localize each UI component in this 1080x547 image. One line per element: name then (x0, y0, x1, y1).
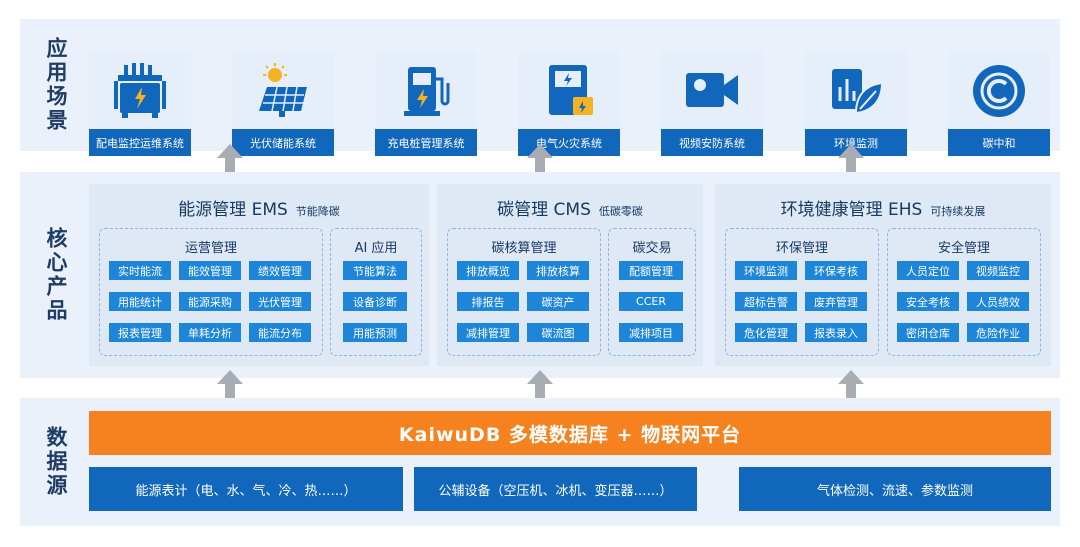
chip[interactable]: 光伏管理 (249, 292, 311, 311)
chip[interactable]: 节能算法 (343, 261, 407, 280)
chip[interactable]: CCER (619, 292, 683, 311)
app-label: 配电监控运维系统 (89, 129, 191, 156)
chip[interactable]: 用能统计 (109, 292, 171, 311)
chip[interactable]: 废弃管理 (805, 292, 867, 311)
app-label: 充电桩管理系统 (375, 129, 477, 156)
chip[interactable]: 减排管理 (457, 323, 519, 342)
app-carbon-neutral[interactable]: 碳中和 (948, 52, 1050, 156)
application-layer-label: 应用场景 (44, 37, 68, 133)
app-solar-storage[interactable]: 光伏储能系统 (232, 52, 334, 156)
charging-pile-icon (375, 56, 477, 126)
up-arrow-icon (838, 370, 864, 406)
up-arrow-icon (217, 370, 243, 406)
app-environment-monitoring[interactable]: 环境监测 (805, 52, 907, 156)
chip[interactable]: 能源采购 (179, 292, 241, 311)
app-video-security[interactable]: 视频安防系统 (661, 52, 763, 156)
up-arrow-icon (527, 370, 553, 406)
solar-panel-icon (232, 56, 334, 126)
chip[interactable]: 能效管理 (179, 261, 241, 280)
up-arrow-icon (838, 144, 864, 180)
app-power-distribution[interactable]: 配电监控运维系统 (89, 52, 191, 156)
app-label: 光伏储能系统 (232, 129, 334, 156)
electrical-fire-icon (518, 56, 620, 126)
source-auxiliary-equipment[interactable]: 公辅设备（空压机、冰机、变压器……） (414, 467, 697, 511)
chip[interactable]: 安全考核 (897, 292, 959, 311)
group-carbon-trading: 碳交易 配额管理 CCER 减排项目 (608, 228, 696, 356)
chip[interactable]: 排报告 (457, 292, 519, 311)
chip[interactable]: 人员定位 (897, 261, 959, 280)
chip[interactable]: 用能预测 (343, 323, 407, 342)
chip[interactable]: 绩效管理 (249, 261, 311, 280)
video-camera-icon (661, 56, 763, 126)
chip[interactable]: 环保考核 (805, 261, 867, 280)
core-products-layer-label: 核心产品 (44, 227, 68, 323)
chip[interactable]: 危化管理 (735, 323, 797, 342)
chip[interactable]: 超标告警 (735, 292, 797, 311)
kaiwudb-platform-bar[interactable]: KaiwuDB 多模数据库 + 物联网平台 (89, 411, 1051, 455)
source-gas-monitoring[interactable]: 气体检测、流速、参数监测 (739, 467, 1051, 511)
app-label: 视频安防系统 (661, 129, 763, 156)
chip[interactable]: 实时能流 (109, 261, 171, 280)
chip[interactable]: 配额管理 (619, 261, 683, 280)
carbon-neutral-icon (948, 56, 1050, 126)
application-layer: 应用场景 配电监控运维系统 光伏储能系统 (20, 19, 1060, 156)
chip[interactable]: 报表录入 (805, 323, 867, 342)
chip[interactable]: 减排项目 (619, 323, 683, 342)
chip[interactable]: 环境监测 (735, 261, 797, 280)
group-ai: AI 应用 节能算法 设备诊断 用能预测 (330, 228, 422, 356)
chip[interactable]: 排放概览 (457, 261, 519, 280)
up-arrow-icon (217, 144, 243, 180)
group-operations: 运营管理 实时能流 能效管理 绩效管理 用能统计 能源采购 光伏管理 报表管理 … (99, 228, 323, 356)
chip[interactable]: 单耗分析 (179, 323, 241, 342)
chip[interactable]: 人员绩效 (967, 292, 1029, 311)
chip[interactable]: 视频监控 (967, 261, 1029, 280)
app-charging-pile[interactable]: 充电桩管理系统 (375, 52, 477, 156)
chip[interactable]: 危险作业 (967, 323, 1029, 342)
chip[interactable]: 报表管理 (109, 323, 171, 342)
source-energy-meters[interactable]: 能源表计（电、水、气、冷、热……） (89, 467, 403, 511)
app-label: 碳中和 (948, 129, 1050, 156)
data-source-layer-label: 数据源 (44, 426, 68, 498)
chip[interactable]: 碳资产 (527, 292, 589, 311)
chip[interactable]: 能流分布 (249, 323, 311, 342)
environment-leaf-icon (805, 56, 907, 126)
transformer-icon (89, 56, 191, 126)
group-environmental: 环保管理 环境监测 环保考核 超标告警 废弃管理 危化管理 报表录入 (725, 228, 879, 356)
group-safety: 安全管理 人员定位 视频监控 安全考核 人员绩效 密闭仓库 危险作业 (887, 228, 1041, 356)
chip[interactable]: 碳流图 (527, 323, 589, 342)
app-label: 电气火灾系统 (518, 129, 620, 156)
up-arrow-icon (527, 144, 553, 180)
app-electrical-fire[interactable]: 电气火灾系统 (518, 52, 620, 156)
chip[interactable]: 密闭仓库 (897, 323, 959, 342)
chip[interactable]: 设备诊断 (343, 292, 407, 311)
chip[interactable]: 排放核算 (527, 261, 589, 280)
group-carbon-accounting: 碳核算管理 排放概览 排放核算 排报告 碳资产 减排管理 碳流图 (447, 228, 601, 356)
